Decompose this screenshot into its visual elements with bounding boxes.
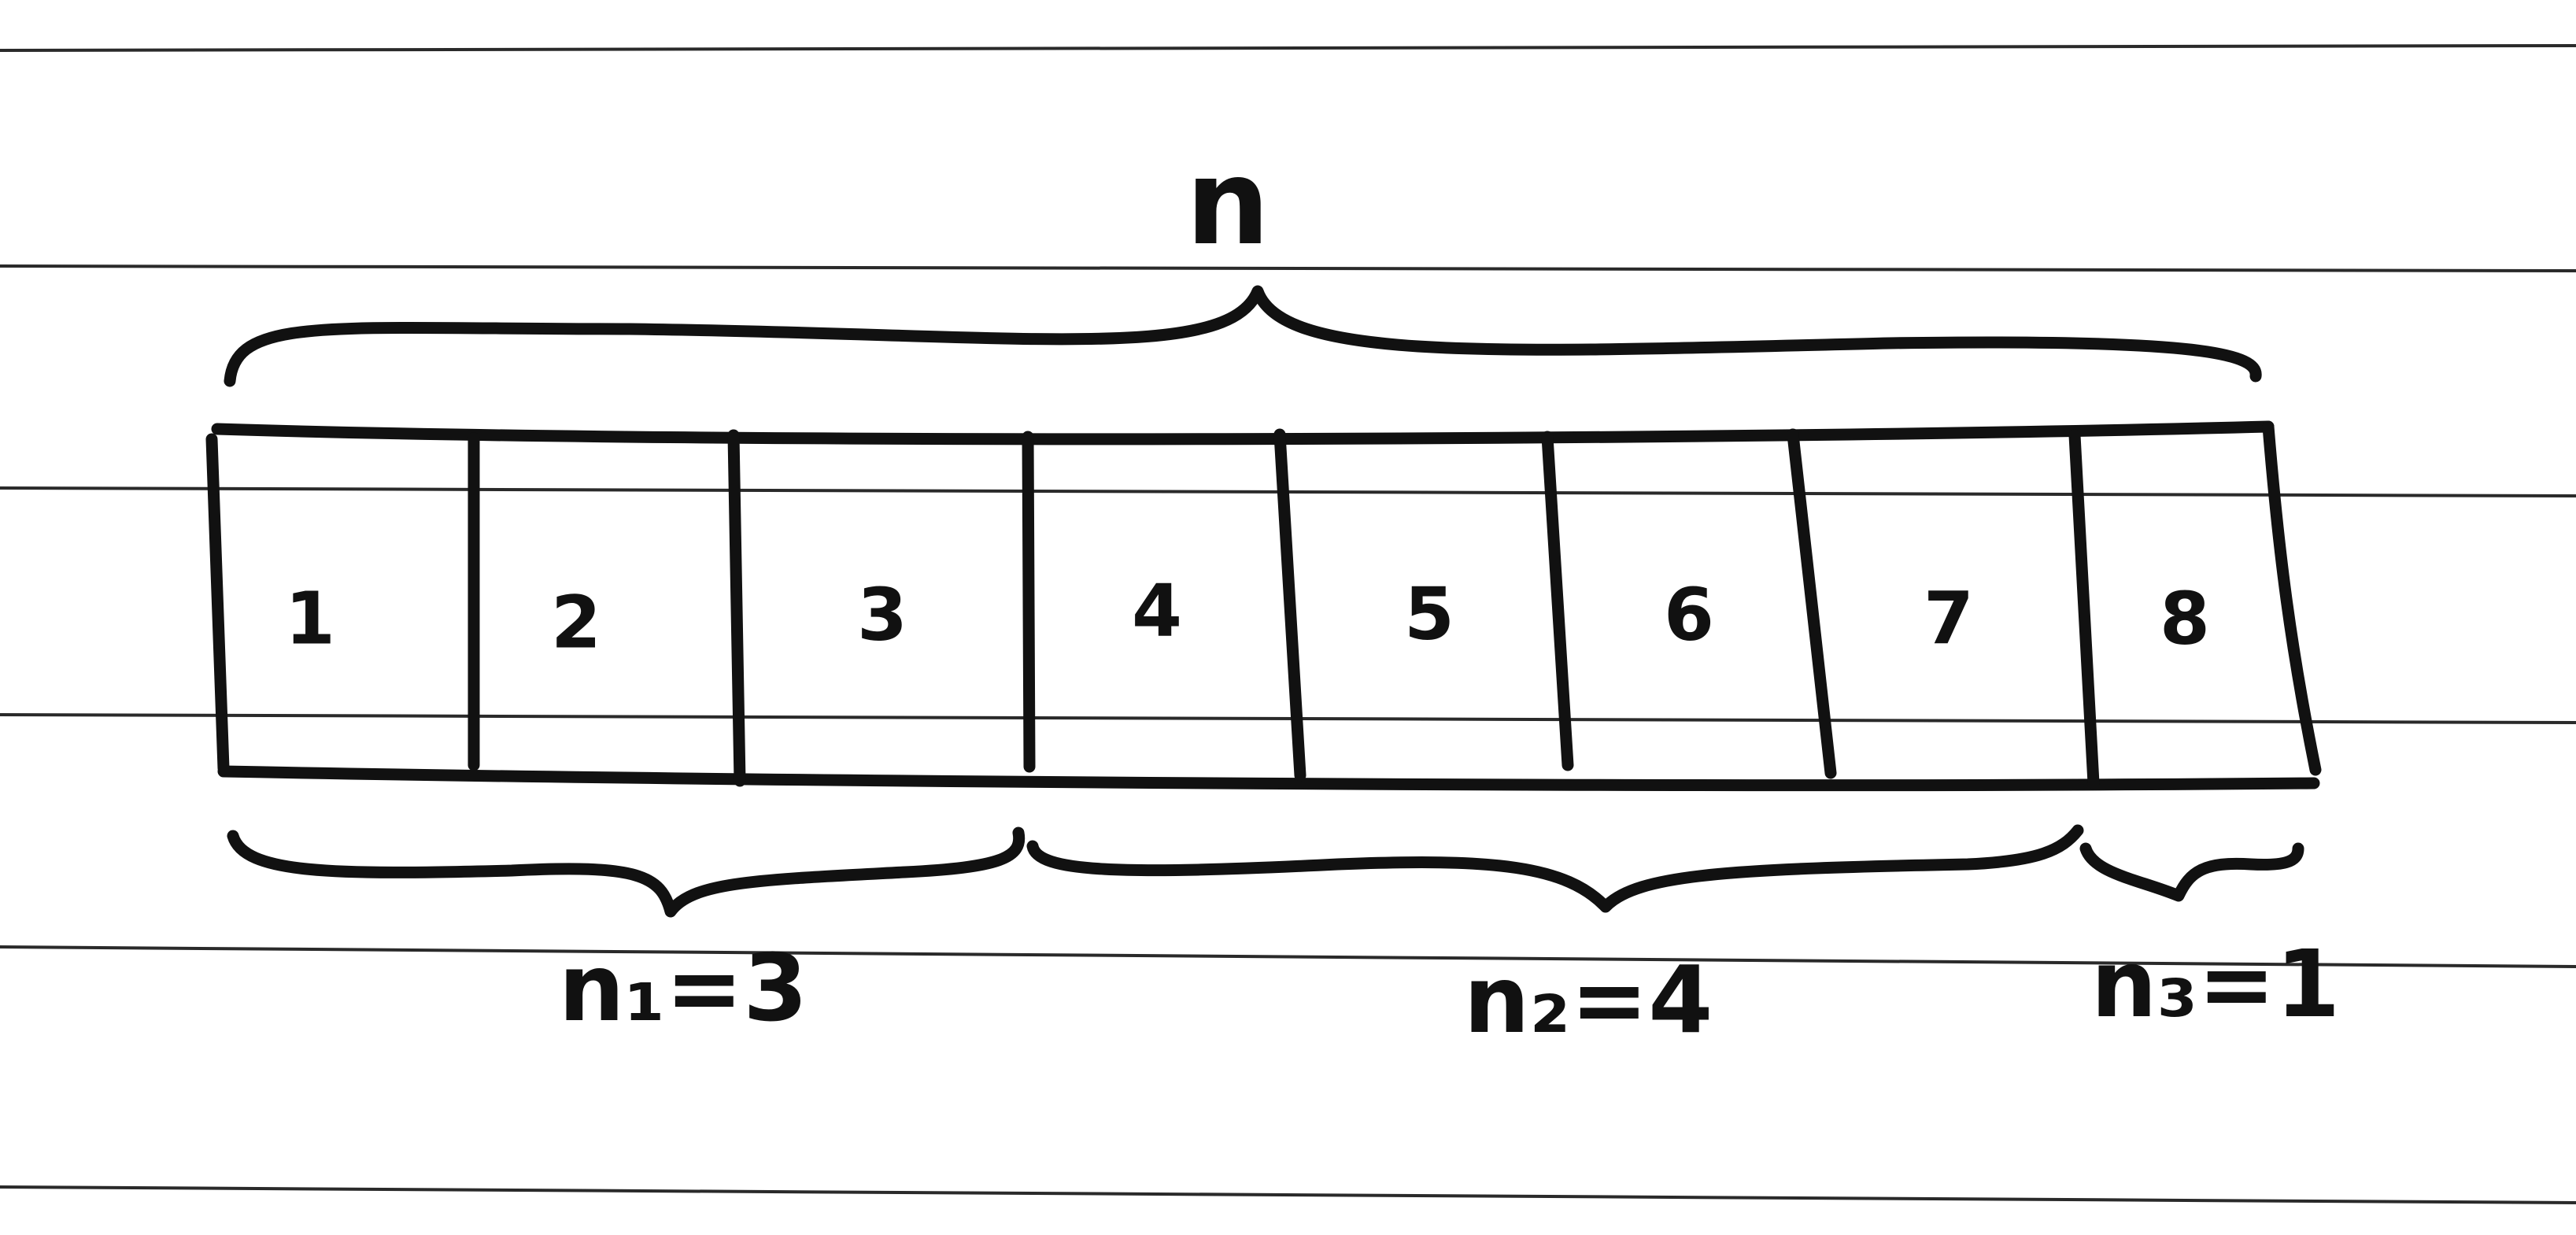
array-left-edge [205, 433, 230, 775]
array: 1 2 3 4 5 6 7 8 [205, 420, 2322, 792]
ruled-line [0, 264, 2576, 272]
cell-divider [2068, 429, 2100, 789]
partition-brace-2 [1026, 824, 2084, 913]
cell-label: 6 [1664, 572, 1714, 656]
partition-label-2: n₂=4 [1464, 945, 1713, 1054]
array-top-edge [211, 420, 2275, 446]
cell-divider [727, 429, 746, 787]
array-bottom-edge [217, 765, 2320, 792]
cell-label: 3 [857, 572, 907, 656]
cell-divider [1022, 431, 1036, 773]
total-label: n [1186, 135, 1270, 272]
cell-divider [1541, 431, 1574, 771]
partition-brace-1 [227, 826, 1026, 918]
cell-label: 5 [1404, 571, 1454, 656]
top-brace [224, 285, 2262, 387]
cell-divider [1273, 428, 1306, 782]
cell-label: 1 [285, 576, 335, 660]
partition-brace-3 [2079, 842, 2304, 902]
ruled-line [0, 1185, 2576, 1204]
ruled-line [0, 945, 2576, 968]
cell-label: 2 [551, 580, 601, 664]
partition-label-3: n₃=1 [2091, 930, 2341, 1038]
array-right-edge [2262, 420, 2322, 776]
ruled-line [0, 713, 2576, 724]
cell-divider [1787, 428, 1837, 779]
cell-label: 7 [1924, 576, 1974, 660]
partition-label-1: n₁=3 [559, 934, 808, 1042]
ruled-line [0, 44, 2576, 52]
cell-label: 8 [2160, 576, 2210, 660]
cell-label: 4 [1132, 568, 1182, 653]
